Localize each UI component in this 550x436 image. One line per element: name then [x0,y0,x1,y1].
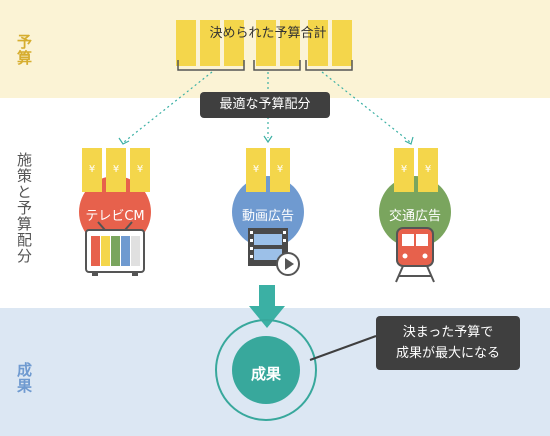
coin [106,148,126,192]
svg-text:¥: ¥ [401,164,407,175]
svg-text:¥: ¥ [113,164,119,175]
train-icon [395,227,435,283]
coin [418,148,438,192]
result-note-line-2: 成果が最大になる [395,346,500,361]
coin [130,148,150,192]
result-label: 成果 [250,365,281,383]
budget-total-coins [176,20,353,71]
channel-video: ¥ ¥ [232,148,304,276]
channel-label-tv: テレビCM [85,209,145,224]
allocation-arrows [123,71,411,143]
budget-total-label: 決められた予算合計 [209,26,327,41]
result-note: 決まった予算で 成果が最大になる [376,316,520,370]
section-label-budget: 予算 [15,34,33,66]
arrow-heads [118,135,414,145]
tv-icon [85,221,145,276]
channel-label-video: 動画広告 [241,209,294,224]
coin [246,148,266,192]
section-label-result: 成果 [15,362,33,394]
channel-transit: ¥ ¥ [379,148,451,283]
note-connector [309,335,377,361]
down-arrow [249,285,285,328]
section-label-allocation: 施策と予算配分 [15,152,33,264]
result-circle [215,319,317,421]
svg-text:¥: ¥ [277,164,283,175]
svg-text:¥: ¥ [425,164,431,175]
coin [82,148,102,192]
film-icon [248,228,300,276]
svg-text:¥: ¥ [89,164,95,175]
coin [394,148,414,192]
optimal-allocation-label: 最適な予算配分 [200,92,330,118]
result-note-line-1: 決まった予算で [402,325,494,340]
channel-tv: ¥ ¥ ¥ [79,148,151,276]
svg-text:¥: ¥ [137,164,143,175]
svg-text:¥: ¥ [253,164,259,175]
channel-label-transit: 交通広告 [388,209,441,224]
coin [270,148,290,192]
